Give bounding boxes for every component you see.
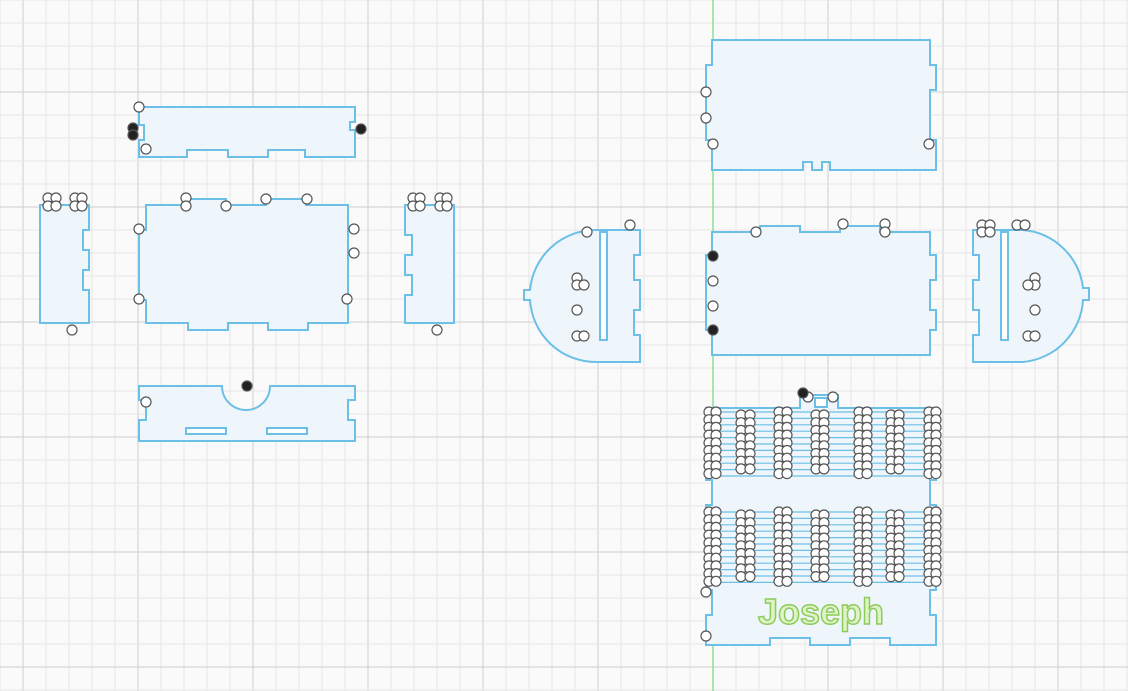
- vertex-handle[interactable]: [441, 200, 453, 212]
- part-right-top[interactable]: [705, 39, 937, 171]
- vertex-handle[interactable]: [127, 129, 139, 141]
- vertex-handle[interactable]: [571, 304, 583, 316]
- vertex-handle[interactable]: [700, 86, 712, 98]
- vertex-handle[interactable]: [744, 570, 756, 583]
- slot-cutout: [599, 231, 608, 341]
- slot-cutout: [185, 427, 227, 435]
- vertex-handle[interactable]: [76, 200, 88, 212]
- vertex-handle[interactable]: [578, 279, 590, 291]
- vertex-handle[interactable]: [581, 226, 593, 238]
- vertex-handle[interactable]: [744, 463, 756, 475]
- vertex-handle[interactable]: [431, 324, 443, 336]
- vertex-handle[interactable]: [180, 200, 192, 212]
- vertex-handle[interactable]: [260, 193, 272, 205]
- vertex-handle[interactable]: [301, 193, 313, 205]
- part-right-middle[interactable]: [705, 225, 937, 356]
- vertex-handle[interactable]: [710, 468, 722, 480]
- slot-cutout: [266, 427, 308, 435]
- vertex-handle[interactable]: [140, 396, 152, 408]
- vertex-handle[interactable]: [984, 226, 996, 238]
- vertex-handle[interactable]: [133, 101, 145, 113]
- vertex-handle[interactable]: [879, 226, 891, 238]
- vertex-handle[interactable]: [578, 330, 590, 342]
- vertex-handle[interactable]: [781, 468, 793, 480]
- part-d-left[interactable]: [523, 228, 641, 364]
- vertex-handle[interactable]: [707, 275, 719, 287]
- vertex-handle[interactable]: [140, 143, 152, 155]
- vertex-handle[interactable]: [893, 463, 905, 475]
- part-bottom-cutout[interactable]: [138, 385, 356, 442]
- vertex-handle[interactable]: [133, 223, 145, 235]
- vertex-handle[interactable]: [707, 300, 719, 312]
- vertex-handle[interactable]: [861, 468, 873, 480]
- vertex-handle[interactable]: [1029, 304, 1041, 316]
- vertex-handle[interactable]: [893, 570, 905, 583]
- vertex-handle[interactable]: [930, 468, 942, 480]
- part-d-right[interactable]: [972, 229, 1090, 363]
- vertex-handle[interactable]: [781, 575, 793, 587]
- vertex-handle[interactable]: [827, 391, 839, 403]
- vertex-handle[interactable]: [750, 226, 762, 238]
- vertex-handle[interactable]: [50, 200, 62, 212]
- engraved-text[interactable]: Joseph: [757, 590, 885, 633]
- vertex-handle[interactable]: [1022, 279, 1034, 291]
- vertex-handle[interactable]: [818, 463, 830, 475]
- vertex-handle[interactable]: [66, 324, 78, 336]
- vertex-handle[interactable]: [710, 575, 722, 587]
- part-top-strip[interactable]: [138, 106, 356, 158]
- vertex-handle[interactable]: [707, 324, 719, 336]
- vertex-handle[interactable]: [707, 138, 719, 150]
- slot-cutout: [1000, 231, 1009, 341]
- vertex-handle[interactable]: [241, 380, 253, 392]
- part-left-front[interactable]: [138, 198, 349, 331]
- part-left-side-b[interactable]: [404, 204, 455, 324]
- vertex-handle[interactable]: [861, 575, 873, 587]
- handles-layer[interactable]: [42, 86, 1041, 642]
- vertex-handle[interactable]: [923, 138, 935, 150]
- vertex-handle[interactable]: [1029, 330, 1041, 342]
- vertex-handle[interactable]: [797, 387, 809, 399]
- vertex-handle[interactable]: [133, 293, 145, 305]
- vertex-handle[interactable]: [707, 250, 719, 262]
- slot-cutout: [814, 397, 828, 408]
- part-left-side-a[interactable]: [39, 204, 90, 324]
- vertex-handle[interactable]: [414, 200, 426, 212]
- vertex-handle[interactable]: [700, 586, 712, 598]
- vertex-handle[interactable]: [348, 223, 360, 235]
- vertex-handle[interactable]: [700, 630, 712, 642]
- vertex-handle[interactable]: [341, 293, 353, 305]
- vertex-handle[interactable]: [700, 112, 712, 124]
- vertex-handle[interactable]: [837, 218, 849, 230]
- vertex-handle[interactable]: [930, 575, 942, 587]
- vertex-handle[interactable]: [348, 247, 360, 259]
- vertex-handle[interactable]: [355, 123, 367, 135]
- vertex-handle[interactable]: [1019, 219, 1031, 231]
- vertex-handle[interactable]: [818, 570, 830, 583]
- vertex-handle[interactable]: [624, 219, 636, 231]
- vertex-handle[interactable]: [220, 200, 232, 212]
